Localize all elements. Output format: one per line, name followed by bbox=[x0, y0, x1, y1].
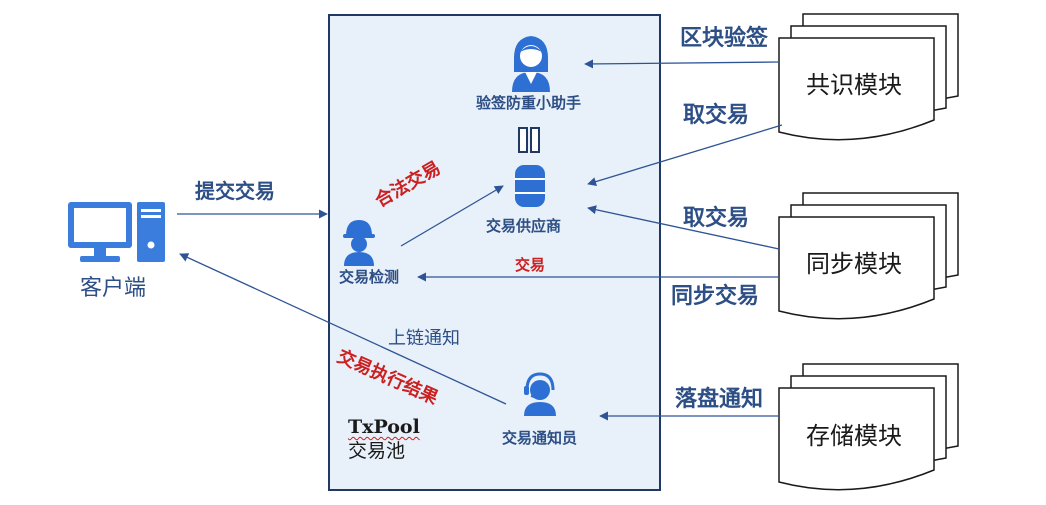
checker-label: 交易检测 bbox=[339, 268, 400, 286]
sync-module-label: 同步模块 bbox=[806, 250, 902, 278]
sync-module-shape bbox=[778, 192, 959, 320]
persist-notice-label: 落盘通知 bbox=[675, 387, 764, 412]
txpool-box bbox=[328, 14, 661, 491]
verifier-person-icon bbox=[512, 36, 550, 92]
database-icon bbox=[515, 165, 545, 207]
storage-module-label: 存储模块 bbox=[806, 422, 902, 450]
txpool-title-en: TxPool bbox=[348, 416, 420, 438]
computer-icon bbox=[68, 202, 165, 262]
arrow-block-verify bbox=[584, 59, 780, 69]
headset-person-icon bbox=[524, 372, 556, 416]
txpool-title-cn: 交易池 bbox=[348, 440, 406, 462]
consensus-module-shape bbox=[778, 13, 959, 141]
arrow-consensus-fetch bbox=[587, 124, 783, 186]
consensus-module-label: 共识模块 bbox=[806, 71, 902, 99]
arrow-legal-tx bbox=[400, 185, 504, 247]
sync-tx-label: 同步交易 bbox=[671, 284, 760, 309]
block-verify-label: 区块验签 bbox=[680, 26, 769, 51]
sync-fetch-label: 取交易 bbox=[683, 206, 750, 231]
client-label: 客户端 bbox=[80, 276, 147, 301]
arrow-sync-fetch bbox=[587, 205, 780, 250]
worker-icon bbox=[343, 220, 375, 266]
tx-label: 交易 bbox=[515, 256, 546, 274]
arrows bbox=[177, 59, 783, 421]
onchain-notice-label: 上链通知 bbox=[388, 328, 460, 349]
verifier-label: 验签防重小助手 bbox=[476, 94, 582, 112]
pause-icon bbox=[518, 127, 540, 153]
consensus-fetch-label: 取交易 bbox=[683, 103, 750, 128]
arrow-exec-result bbox=[179, 253, 507, 405]
notifier-label: 交易通知员 bbox=[502, 429, 578, 447]
storage-module-shape bbox=[778, 363, 959, 491]
provider-label: 交易供应商 bbox=[486, 217, 562, 235]
submit-tx-label: 提交交易 bbox=[195, 179, 275, 203]
